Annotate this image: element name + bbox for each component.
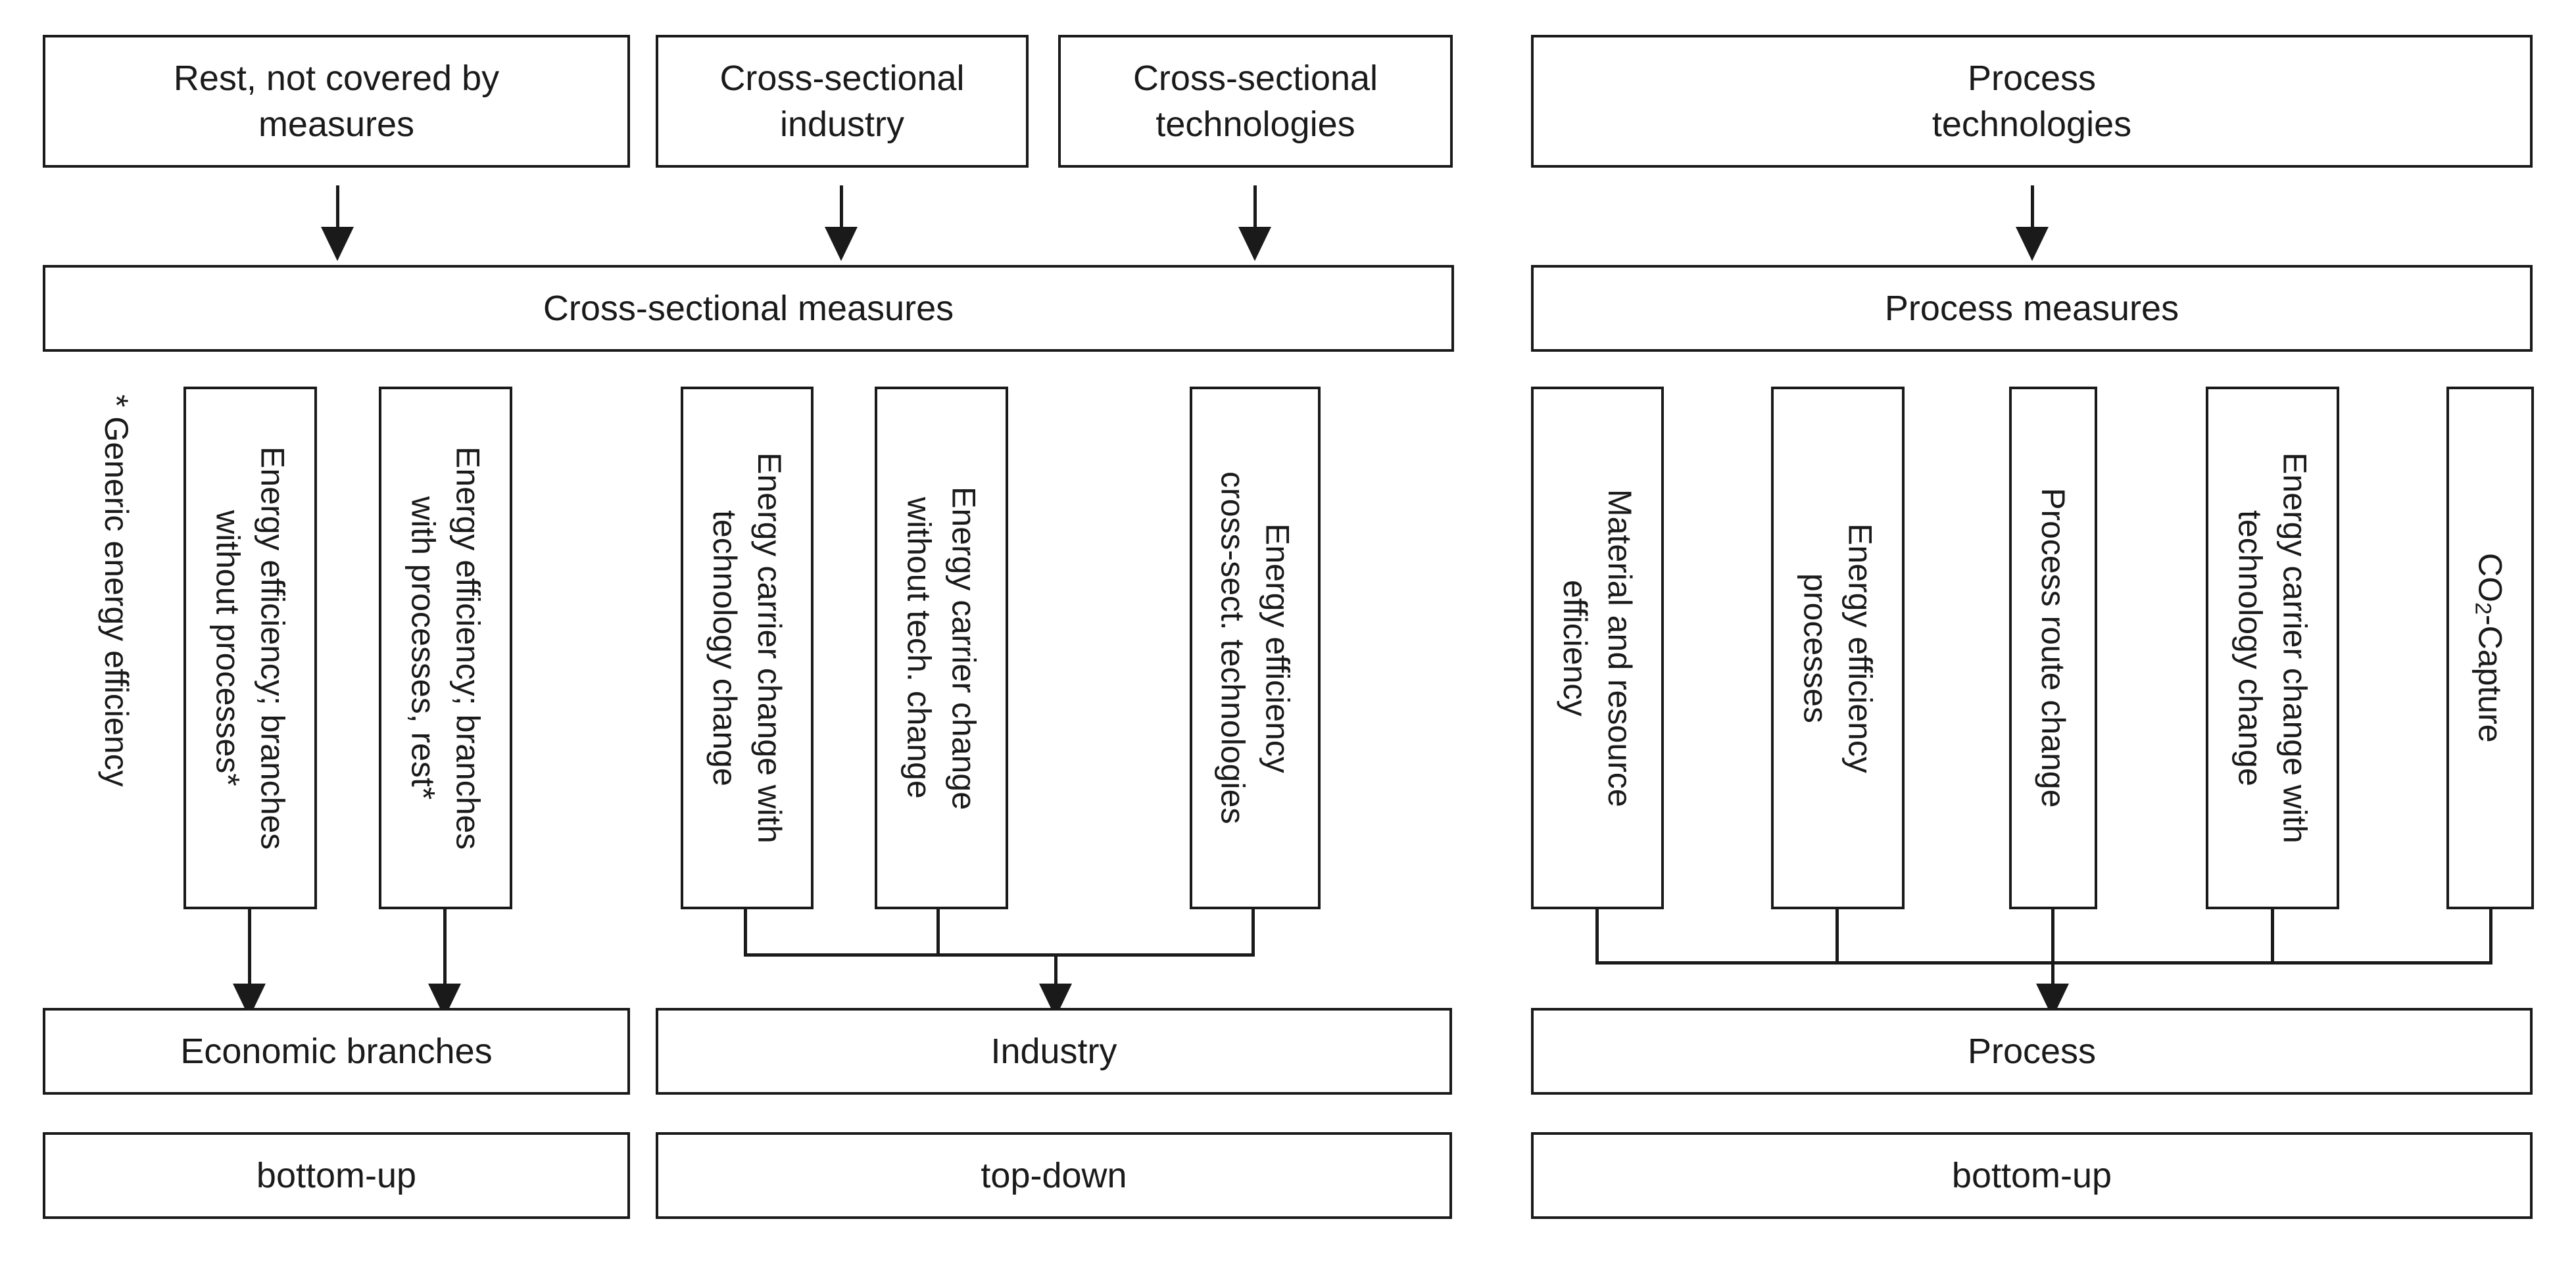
arrowhead-cs-industry <box>825 227 858 261</box>
cs-tech-line-1: Cross-sectional <box>1132 59 1378 98</box>
footnote: * Generic energy efficiency <box>87 394 146 855</box>
arrow-shaft-ee-with <box>443 909 447 985</box>
connector-ee-processes <box>1835 909 1839 963</box>
material-line-2: efficiency <box>1557 579 1593 717</box>
approach-right-label: bottom-up <box>1951 1156 2112 1195</box>
arrowhead-cs-tech <box>1238 227 1271 261</box>
process-box: Process <box>1531 1008 2533 1095</box>
arrow-shaft-rest <box>336 185 339 228</box>
arrowhead-rest <box>321 227 354 261</box>
connector-industry-horizontal <box>744 953 1255 957</box>
rest-line-1: Rest, not covered by <box>173 59 500 98</box>
arrow-shaft-cs-tech <box>1253 185 1257 228</box>
footnote-text: * Generic energy efficiency <box>98 394 135 787</box>
ee-without-line-1: Energy efficiency; branches <box>254 446 291 850</box>
approach-left-box: bottom-up <box>43 1132 630 1219</box>
arrow-shaft-process-tech <box>2031 185 2034 228</box>
connector-process-route <box>2051 909 2054 963</box>
industry-label: Industry <box>990 1032 1117 1071</box>
process-measures-box: Process measures <box>1531 265 2533 352</box>
connector-material <box>1595 909 1599 963</box>
connector-ee-cs <box>1252 909 1255 955</box>
ecc-process-line-2: technology change <box>2231 510 2269 786</box>
co2-capture-box: CO2-Capture <box>2446 387 2534 909</box>
ecc-without-line-2: without tech. change <box>900 497 938 799</box>
connector-process-horizontal <box>1595 961 2492 965</box>
process-tech-line-1: Process <box>1967 59 2097 98</box>
approach-left-label: bottom-up <box>256 1156 417 1195</box>
rest-line-2: measures <box>258 105 415 144</box>
approach-middle-box: top-down <box>656 1132 1452 1219</box>
connector-ecc-with <box>744 909 747 955</box>
cs-industry-line-2: industry <box>779 105 905 144</box>
economic-branches-label: Economic branches <box>180 1032 493 1071</box>
arrow-shaft-cs-industry <box>840 185 843 228</box>
cross-sectional-industry-box: Cross-sectional industry <box>656 35 1029 168</box>
arrowhead-process-tech <box>2016 227 2049 261</box>
approach-middle-label: top-down <box>981 1156 1127 1195</box>
ee-processes-line-2: processes <box>1797 573 1834 723</box>
cs-tech-line-2: technologies <box>1155 105 1355 144</box>
ee-with-line-1: Energy efficiency; branches <box>449 446 487 850</box>
arrow-shaft-ee-without <box>248 909 251 985</box>
arrow-shaft-industry <box>1054 953 1057 985</box>
ee-processes-line-1: Energy efficiency <box>1841 523 1879 773</box>
industry-box: Industry <box>656 1008 1452 1095</box>
ee-cs-line-2: cross-sect. technologies <box>1214 471 1252 824</box>
economic-branches-box: Economic branches <box>43 1008 630 1095</box>
material-line-1: Material and resource <box>1601 489 1638 807</box>
connector-co2 <box>2489 909 2492 963</box>
ecc-with-line-2: technology change <box>706 510 743 786</box>
process-technologies-box: Process technologies <box>1531 35 2533 168</box>
cs-industry-line-1: Cross-sectional <box>719 59 965 98</box>
co2-pre: CO <box>2471 553 2509 603</box>
connector-ecc-without <box>936 909 940 955</box>
process-label: Process <box>1967 1032 2097 1071</box>
process-route-change-box: Process route change <box>2009 387 2097 909</box>
arrow-shaft-process <box>2051 961 2054 985</box>
rest-not-covered-box: Rest, not covered by measures <box>43 35 630 168</box>
ee-with-line-2: with processes, rest* <box>404 496 442 800</box>
cross-sectional-measures-box: Cross-sectional measures <box>43 265 1454 352</box>
connector-ecc-process <box>2271 909 2274 963</box>
process-tech-line-2: technologies <box>1932 105 2132 144</box>
approach-right-box: bottom-up <box>1531 1132 2533 1219</box>
ee-without-line-2: without processes* <box>209 510 247 786</box>
ee-cs-line-1: Energy efficiency <box>1259 523 1296 773</box>
co2-post: -Capture <box>2471 615 2509 743</box>
ecc-process-line-1: Energy carrier change with <box>2276 452 2314 844</box>
cross-sectional-measures-label: Cross-sectional measures <box>543 289 954 328</box>
ecc-without-line-1: Energy carrier change <box>945 486 983 810</box>
ecc-with-line-1: Energy carrier change with <box>751 452 788 844</box>
process-measures-label: Process measures <box>1884 289 2179 328</box>
co2-sub: 2 <box>2470 602 2496 615</box>
cross-sectional-technologies-box: Cross-sectional technologies <box>1058 35 1453 168</box>
process-route-line-1: Process route change <box>2035 488 2072 808</box>
